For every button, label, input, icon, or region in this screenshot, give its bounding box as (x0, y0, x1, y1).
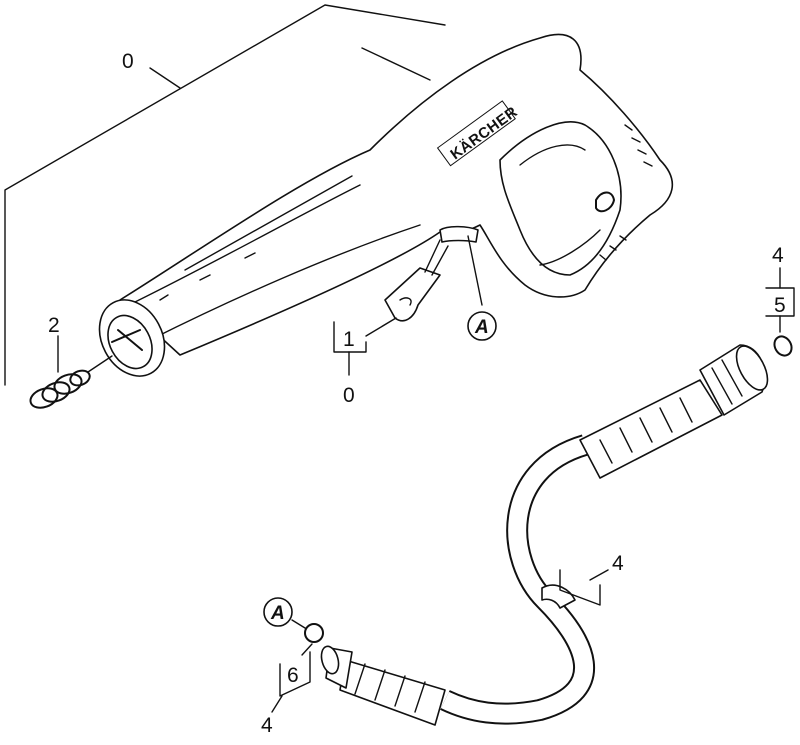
label-clip-part: 1 (343, 328, 355, 351)
label-clip-group: 0 (343, 384, 355, 407)
label-hose-mid: 4 (612, 552, 624, 575)
gun-assembly-bracket (4, 4, 446, 386)
spray-gun (98, 33, 674, 377)
top-o-ring (773, 335, 793, 357)
hose-end-marker-text: A (270, 603, 285, 624)
hose-top-fitting (579, 344, 769, 479)
label-gun-assembly: 0 (122, 50, 134, 73)
hose-bottom-label-bracket (271, 643, 313, 713)
bottom-o-ring (304, 623, 324, 643)
hose-part (320, 344, 769, 726)
hose-end-marker-circle (263, 597, 293, 627)
label-spring: 2 (48, 314, 60, 337)
gun-outlet-marker-text: A (474, 317, 489, 338)
label-hose-top: 4 (772, 244, 784, 267)
gun-brand-plate (436, 100, 516, 167)
hose-end-marker-leader (291, 619, 306, 629)
clip-label-bracket (333, 317, 397, 376)
hose-top-label-bracket (765, 267, 795, 333)
hose-mid-label-bracket (559, 569, 609, 606)
hose-bottom-fitting (320, 645, 446, 726)
gun-outlet-leader (467, 235, 483, 306)
spring-part (29, 335, 113, 409)
label-hose-bottom-oring: 6 (287, 664, 299, 687)
label-hose-bottom-group: 4 (261, 714, 273, 737)
label-hose-oring: 5 (774, 294, 786, 317)
gun-outlet-marker-circle (467, 311, 497, 341)
